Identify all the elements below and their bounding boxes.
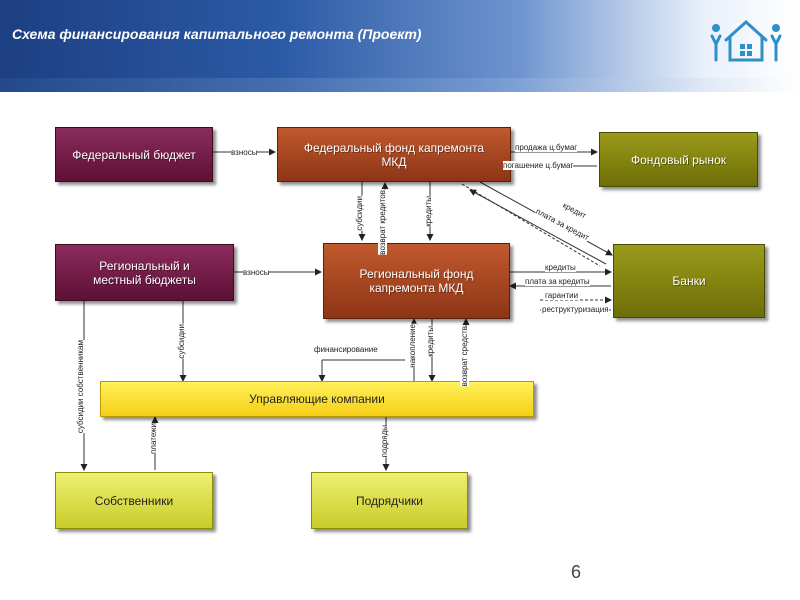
page-number: 6 [571, 562, 582, 582]
management-companies-box: Управляющие компании [100, 381, 534, 417]
regional-fund-label: Региональный фонд капремонта МКД [359, 267, 474, 295]
header-band [0, 78, 800, 92]
banks-label: Банки [672, 274, 706, 288]
stock-market-label: Фондовый рынок [631, 152, 726, 167]
owners-box: Собственники [55, 472, 213, 529]
label-contributions-regional: взносы [243, 268, 270, 277]
regional-fund-box: Региональный фонд капремонта МКД [323, 243, 510, 319]
contractors-box: Подрядчики [311, 472, 468, 529]
federal-budget-box: Федеральный бюджет [55, 127, 213, 182]
label-loans-regional: кредиты [426, 326, 435, 357]
label-credit-payment: плата за кредиты [525, 277, 590, 286]
label-contributions-federal: взносы [231, 148, 258, 157]
federal-budget-label: Федеральный бюджет [72, 147, 196, 162]
label-return-loans-federal: возврат кредитов [378, 190, 387, 255]
label-payments: платежи [149, 423, 158, 455]
label-restructuring: реструктуризация [542, 305, 609, 314]
label-subsidies-federal: субсидии [355, 196, 364, 231]
stock-market-box: Фондовый рынок [599, 132, 758, 187]
contractors-label: Подрядчики [356, 493, 423, 508]
label-subsidies-regional: субсидии [177, 324, 186, 359]
label-guarantees: гарантии [545, 291, 579, 300]
label-financing: финансирование [314, 345, 378, 354]
slide-title: Схема финансирования капитального ремонт… [12, 26, 422, 42]
label-redemption-securities: погашение ц.бумаг [503, 161, 574, 170]
house-people-logo-icon [710, 19, 782, 62]
management-companies-label: Управляющие компании [249, 392, 385, 406]
regional-budgets-box: Региональный и местный бюджеты [55, 244, 234, 301]
label-loans-federal: кредиты [424, 196, 433, 227]
label-return-regional: возврат средств [460, 326, 469, 387]
label-works: подряды [380, 425, 389, 458]
owners-label: Собственники [94, 493, 174, 508]
federal-fund-label: Федеральный фонд капремонта МКД [303, 140, 485, 169]
header-banner [0, 0, 800, 92]
label-sale-securities: продажа ц.бумаг [515, 143, 578, 152]
label-credits: кредиты [545, 263, 576, 272]
federal-fund-box: Федеральный фонд капремонта МКД [277, 127, 511, 182]
regional-budgets-label: Региональный и местный бюджеты [93, 258, 196, 287]
label-subsidies-owners: субсидии собственникам [76, 340, 85, 434]
banks-box: Банки [613, 244, 765, 318]
label-accumulation: накопление [408, 324, 417, 368]
